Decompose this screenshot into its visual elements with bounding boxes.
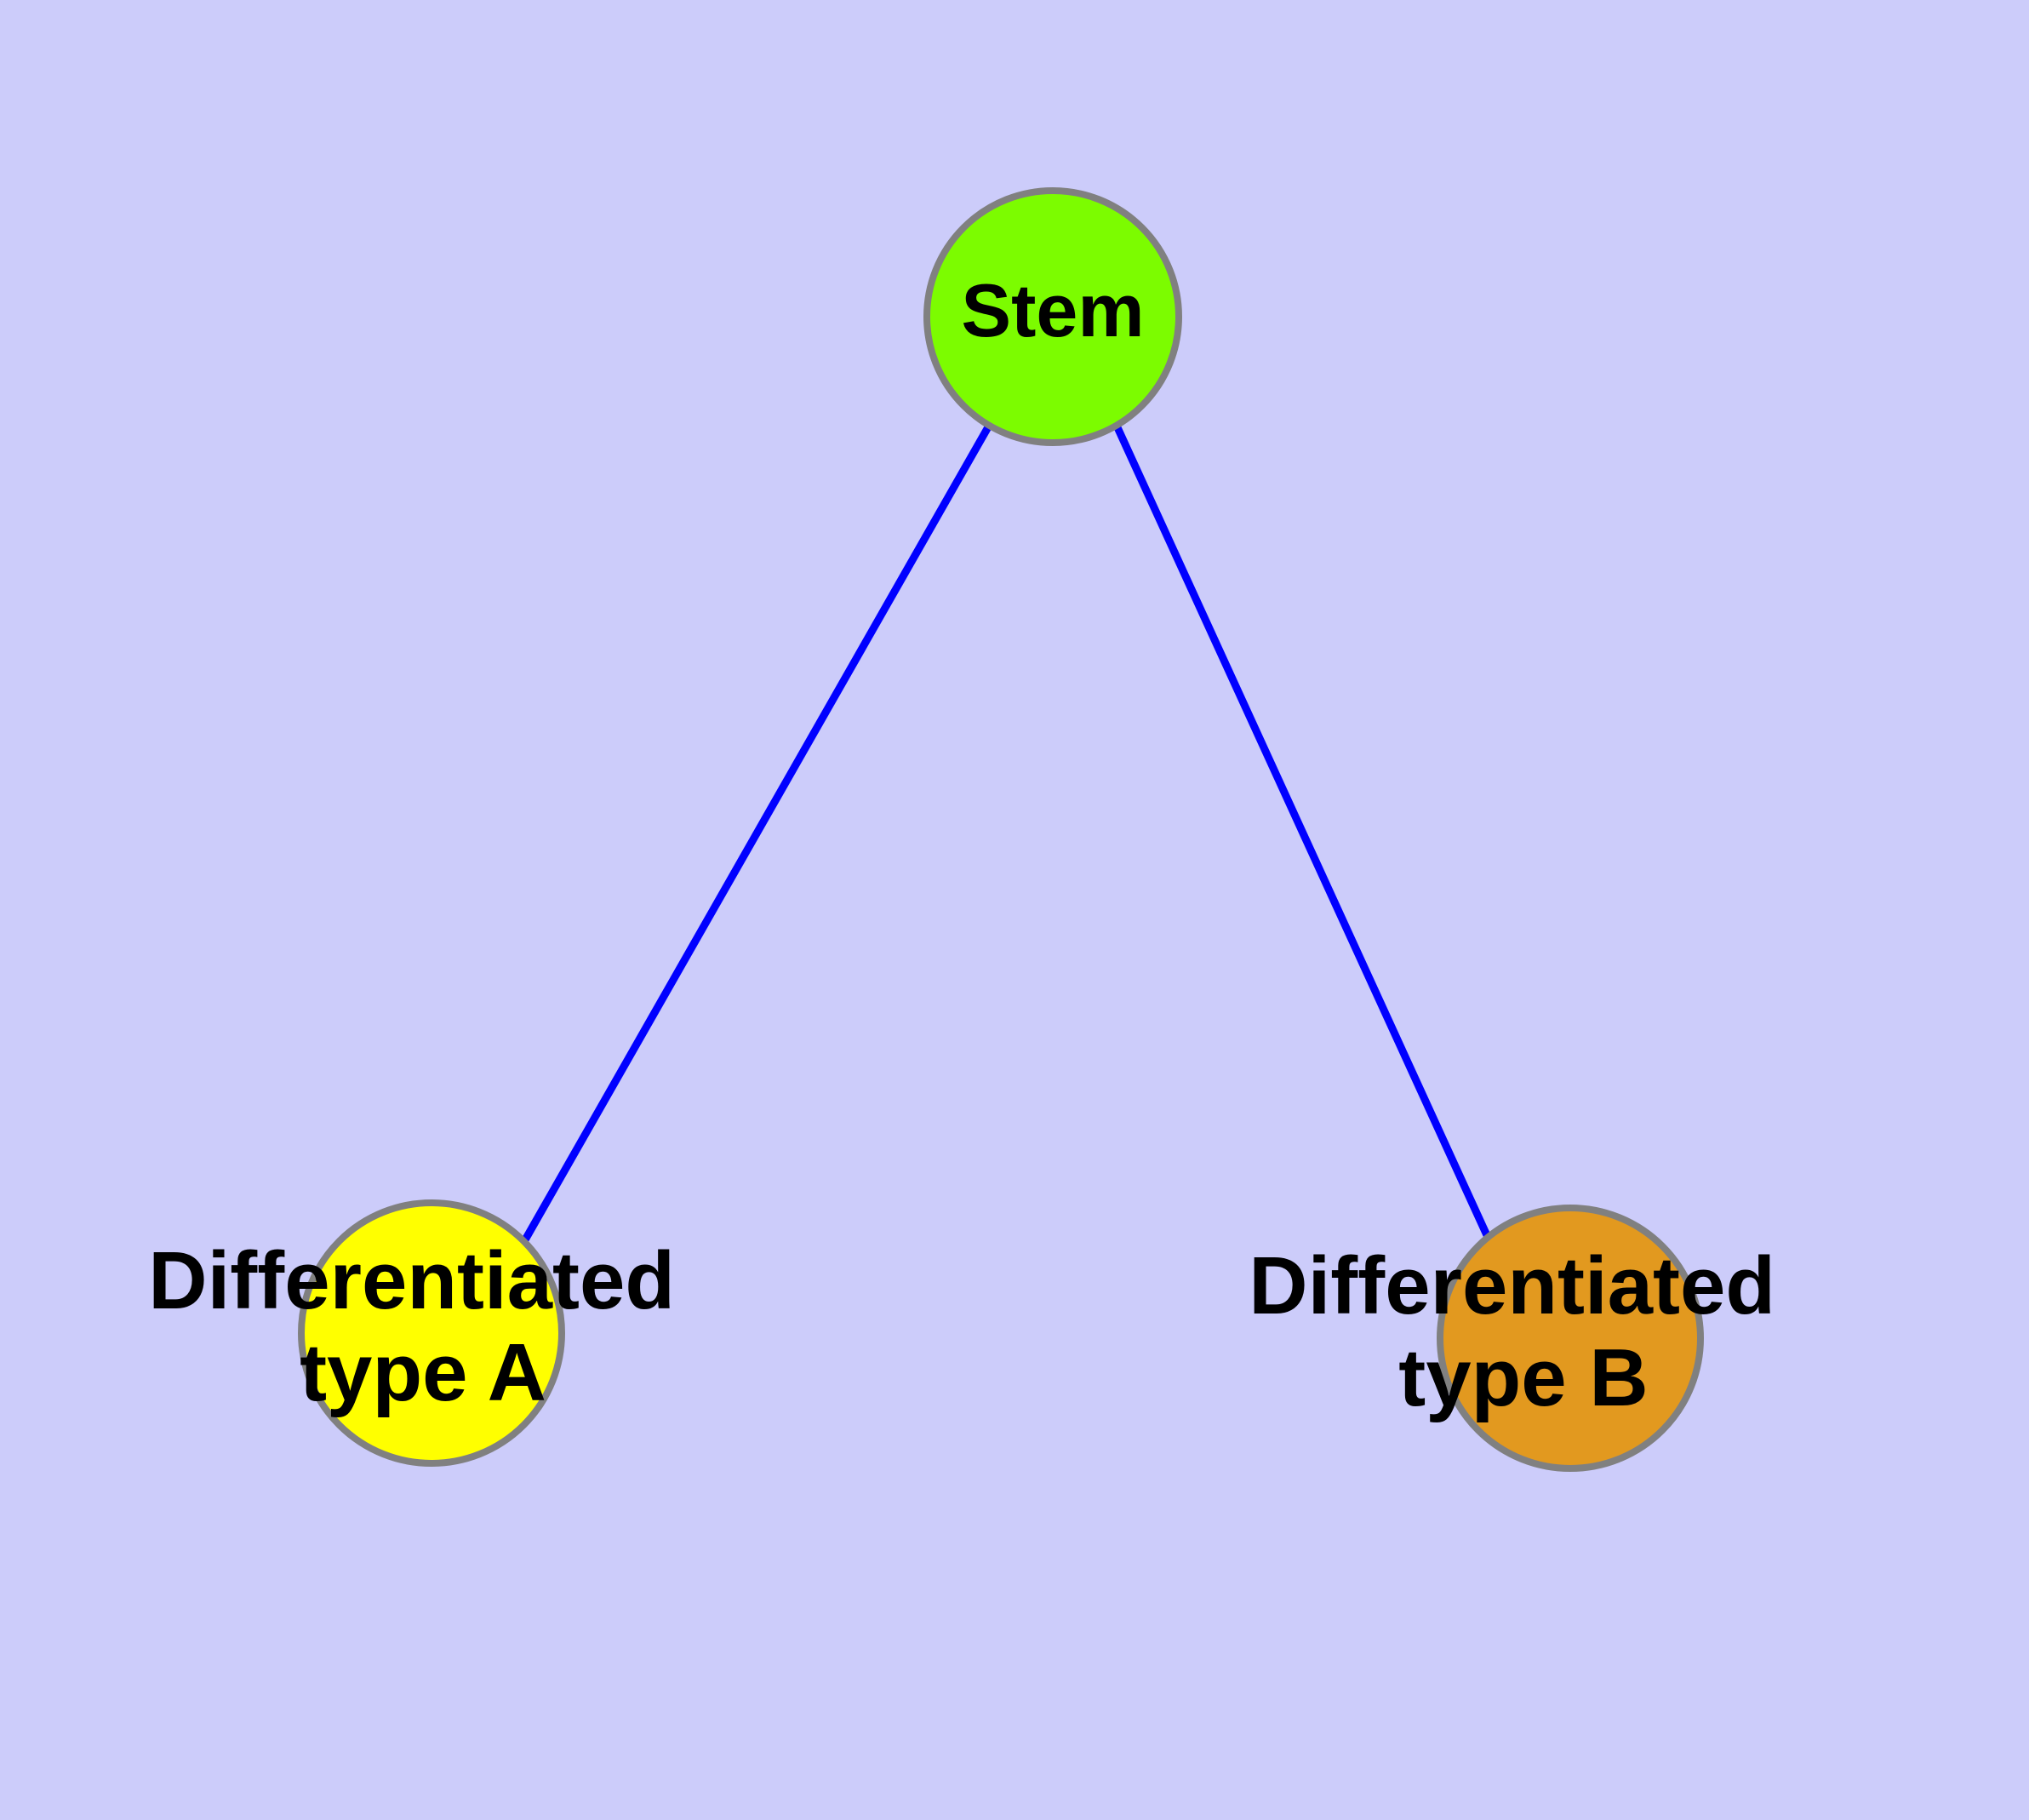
node-differentiated-type-a-label-line-2: type A	[300, 1327, 546, 1418]
node-stem[interactable]: Stem	[923, 187, 1182, 446]
node-differentiated-type-b-label-line-1: Differentiated	[1249, 1241, 1775, 1332]
node-stem-label: Stem	[961, 268, 1144, 352]
node-differentiated-type-a[interactable]: Differentiated type A	[148, 1199, 697, 1467]
node-differentiated-type-a-label: Differentiated type A	[148, 1236, 697, 1419]
node-differentiated-type-a-label-line-1: Differentiated	[148, 1236, 675, 1327]
node-stem-circle[interactable]	[923, 187, 1182, 446]
node-differentiated-type-b-label-line-2: type B	[1398, 1332, 1648, 1423]
node-differentiated-type-b[interactable]: Differentiated type B	[1249, 1205, 1798, 1472]
nodes-layer: Stem Differentiated type A Differentiate…	[148, 187, 1798, 1472]
node-stem-label-line-1: Stem	[961, 268, 1144, 352]
node-differentiated-type-a-circle[interactable]	[298, 1199, 565, 1467]
node-differentiated-type-b-label: Differentiated type B	[1249, 1241, 1798, 1424]
edges-layer	[520, 423, 1495, 1246]
edge-stem-to-differentiated-type-b[interactable]	[1112, 424, 1495, 1246]
node-differentiated-type-b-circle[interactable]	[1437, 1205, 1704, 1472]
edge-stem-to-differentiated-type-a[interactable]	[520, 423, 992, 1245]
